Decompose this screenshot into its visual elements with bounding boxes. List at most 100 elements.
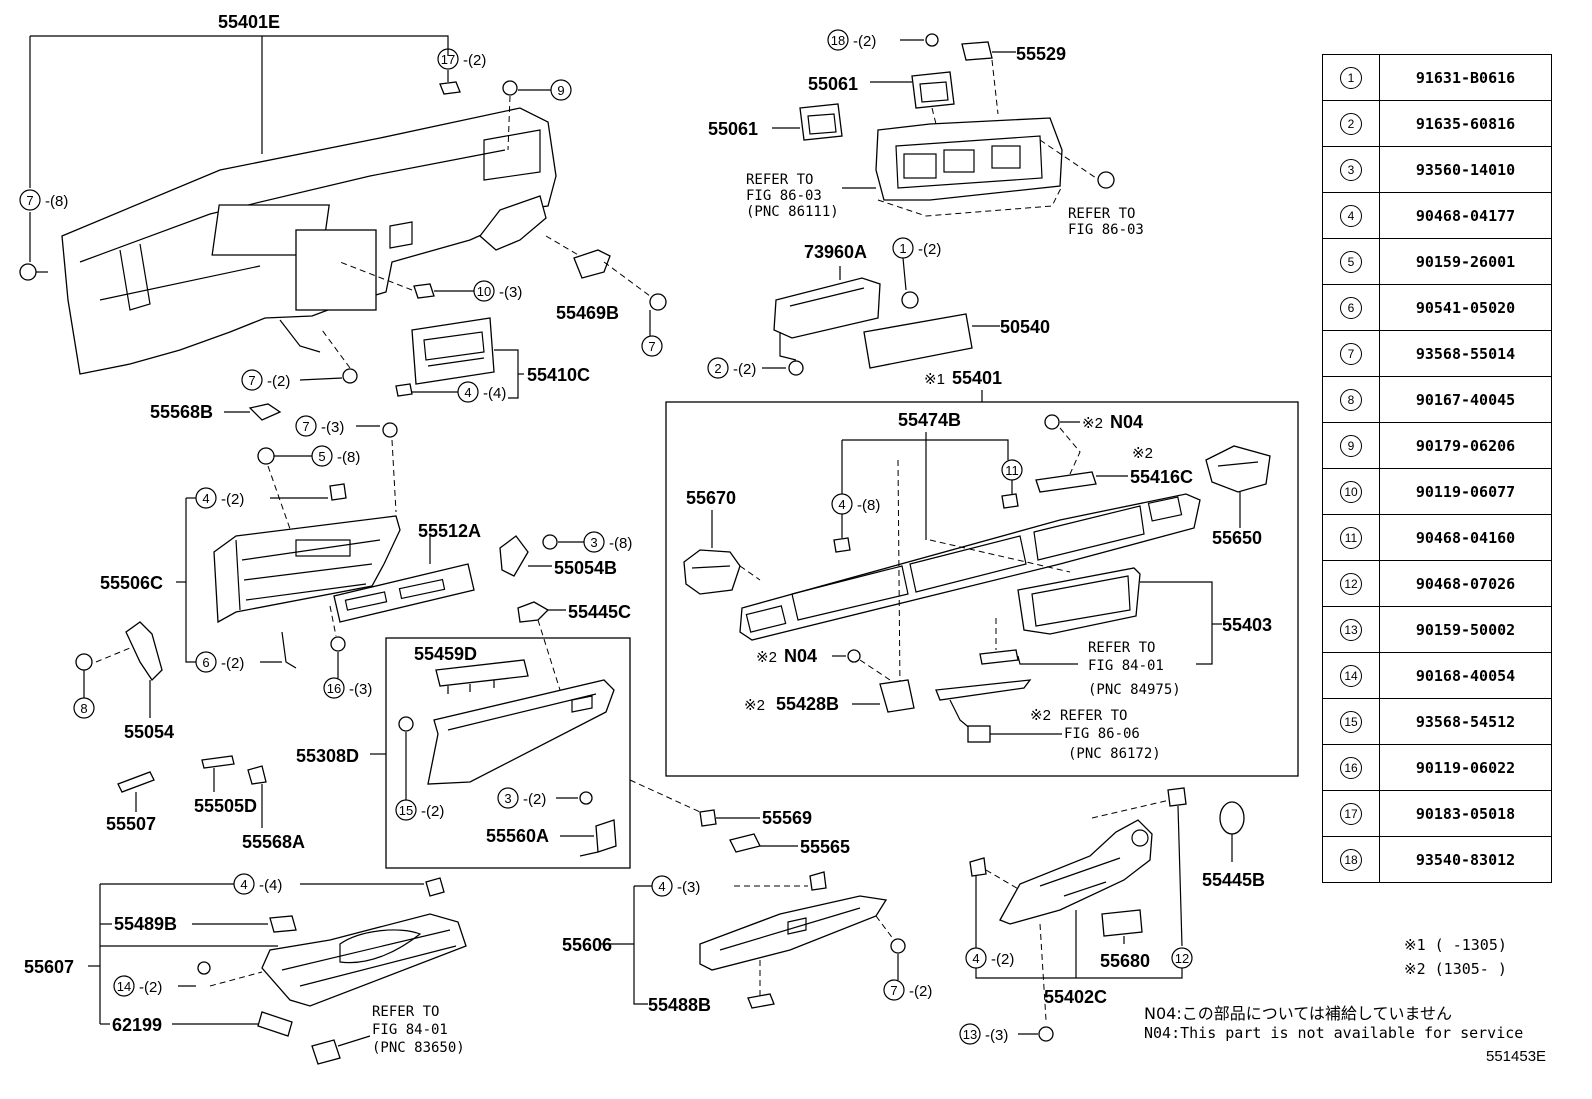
cylinder-62199	[257, 1011, 293, 1037]
fastener-number: 16	[1340, 756, 1362, 779]
svg-text:16: 16	[327, 681, 341, 696]
qty-5: -(8)	[337, 449, 360, 466]
fastener-number: 17	[1340, 802, 1362, 825]
svg-text:(PNC 83650): (PNC 83650)	[372, 1040, 465, 1056]
vent-55061-upper	[911, 71, 955, 109]
clip-55505d	[201, 755, 235, 769]
fastener-part-number: 90119-06077	[1379, 468, 1552, 515]
qty-7-8: -(8)	[45, 193, 68, 210]
part-label-55428b: 55428B	[776, 694, 839, 714]
svg-text:10: 10	[477, 284, 491, 299]
part-label-55474b: 55474B	[898, 410, 961, 430]
fastener-row: 12 90468-07026	[1322, 560, 1552, 607]
part-label-55469b: 55469B	[556, 303, 619, 323]
svg-text:※2: ※2	[1082, 415, 1103, 432]
fastener-part-number: 91635-60816	[1379, 100, 1552, 147]
fastener-number: 6	[1340, 296, 1362, 319]
bracket-55469b	[573, 249, 611, 279]
fastener-number: 10	[1340, 480, 1362, 503]
part-label-55606: 55606	[562, 935, 612, 955]
cluster-bezel-55410c	[411, 317, 495, 385]
fastener-part-number: 93560-14010	[1379, 146, 1552, 193]
svg-text:14: 14	[117, 979, 131, 994]
qty-3-8: -(8)	[609, 535, 632, 552]
part-label-73960a: 73960A	[804, 242, 867, 262]
part-label-55061-lower: 55061	[708, 119, 758, 139]
qty-4-2-b: -(2)	[991, 951, 1014, 968]
cover-50540	[863, 313, 973, 369]
part-label-55488b: 55488B	[648, 995, 711, 1015]
panel-55512a	[333, 563, 475, 623]
vent-55670	[683, 549, 741, 595]
svg-text:5: 5	[318, 449, 325, 464]
part-label-55489b: 55489B	[114, 914, 177, 934]
part-label-55061-upper: 55061	[808, 74, 858, 94]
qty-7-3: -(3)	[321, 419, 344, 436]
qty-7-2-b: -(2)	[909, 983, 932, 1000]
center-panel-group-frame	[665, 401, 1299, 777]
qty-4-4-lower: -(4)	[259, 877, 282, 894]
note-range-2: ※2 (1305- )	[1404, 960, 1507, 978]
part-label-55568a: 55568A	[242, 832, 305, 852]
glove-box-group-frame	[385, 637, 631, 869]
part-label-62199: 62199	[112, 1015, 162, 1035]
svg-text:REFER TO: REFER TO	[1060, 708, 1127, 724]
svg-text:※2: ※2	[756, 649, 777, 666]
qty-14: -(2)	[139, 979, 162, 996]
part-label-50540: 50540	[1000, 317, 1050, 337]
part-label-55680: 55680	[1100, 951, 1150, 971]
fastener-part-number: 90159-50002	[1379, 606, 1552, 653]
svg-text:13: 13	[963, 1027, 977, 1042]
part-label-55445c: 55445C	[568, 602, 631, 622]
qty-4-8: -(8)	[857, 497, 880, 514]
qty-4-2-a: -(2)	[221, 491, 244, 508]
part-label-55506c: 55506C	[100, 573, 163, 593]
fastener-part-number: 90468-07026	[1379, 560, 1552, 607]
part-label-55565: 55565	[800, 837, 850, 857]
fastener-row: 11 90468-04160	[1322, 514, 1552, 561]
duct-55054	[125, 621, 163, 682]
fastener-part-number: 90468-04160	[1379, 514, 1552, 561]
svg-text:FIG 84-01: FIG 84-01	[372, 1022, 448, 1038]
cover-55680	[1101, 909, 1143, 937]
fastener-number: 12	[1340, 572, 1362, 595]
stopper-55459d	[435, 659, 529, 687]
callout-17: 17	[441, 52, 455, 67]
svg-text:7: 7	[890, 983, 897, 998]
note-n04-japanese: N04:この部品については補給していません	[1144, 1004, 1452, 1023]
svg-text:4: 4	[972, 951, 979, 966]
svg-text:1: 1	[899, 241, 906, 256]
fastener-number: 14	[1340, 664, 1362, 687]
qty-6: -(2)	[221, 655, 244, 672]
bracket-55428b	[879, 679, 915, 713]
svg-text:4: 4	[838, 497, 845, 512]
svg-text:6: 6	[202, 655, 209, 670]
vent-55650	[1205, 445, 1271, 493]
svg-text:FIG 86-06: FIG 86-06	[1064, 726, 1140, 742]
qty-10: -(3)	[499, 284, 522, 301]
fastener-number: 11	[1340, 526, 1362, 549]
part-label-55410c: 55410C	[527, 365, 590, 385]
cover-55565	[729, 833, 761, 853]
qty-2: -(2)	[733, 361, 756, 378]
svg-text:※2: ※2	[744, 697, 765, 714]
svg-text:7: 7	[248, 373, 255, 388]
qty-4-4-bezel: -(4)	[483, 385, 506, 402]
reinforcement-55506c	[213, 515, 401, 624]
svg-text:(PNC 84975): (PNC 84975)	[1088, 682, 1181, 698]
note-range-1: ※1 ( -1305)	[1404, 936, 1507, 954]
center-cluster-finish-panel	[739, 493, 1201, 641]
part-label-55568b: 55568B	[150, 402, 213, 422]
